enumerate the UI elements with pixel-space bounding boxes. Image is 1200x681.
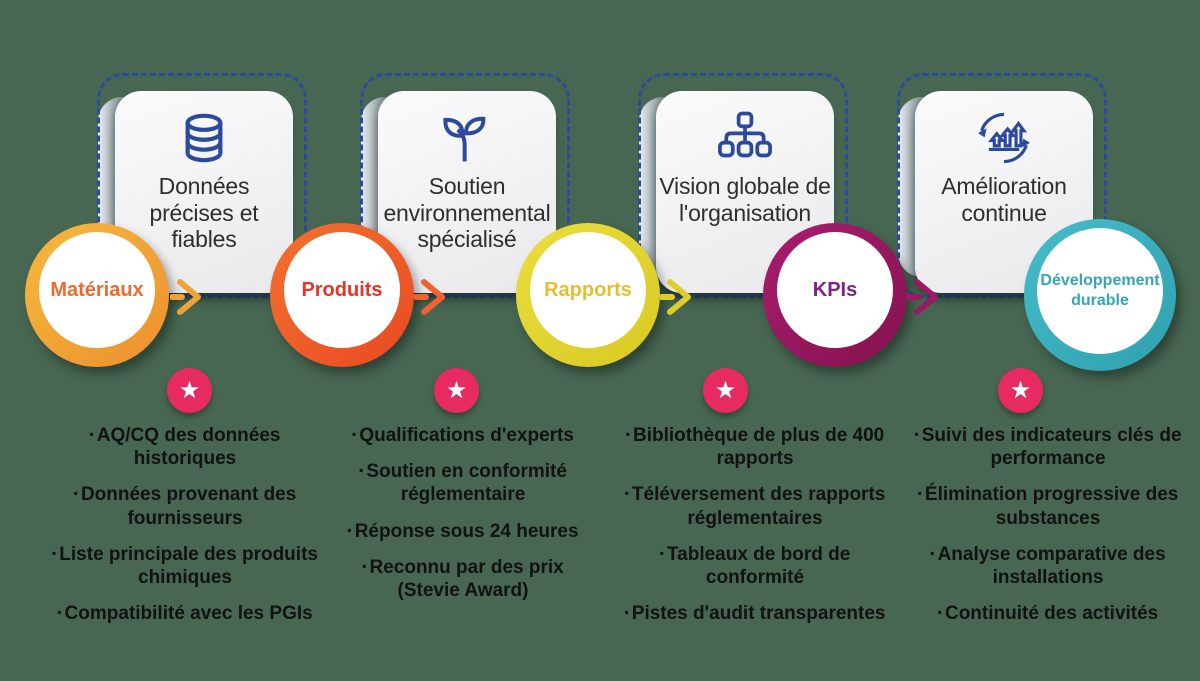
dashed-frame bbox=[97, 73, 307, 298]
circle-rapports: Rapports bbox=[516, 223, 660, 367]
list-item: ▪Téléversement des rapports réglementair… bbox=[600, 483, 910, 529]
circle-kpis: KPIs bbox=[763, 223, 907, 367]
list-item: ▪Réponse sous 24 heures bbox=[318, 520, 608, 543]
dashed-frame bbox=[638, 73, 848, 298]
bullet-text: Tableaux de bord de conformité bbox=[666, 543, 851, 588]
bullet-marker: ▪ bbox=[73, 486, 78, 501]
bullet-marker: ▪ bbox=[917, 486, 922, 501]
card-soutien: Soutien environnemental spécialisé bbox=[378, 91, 556, 293]
bullet-text: Reconnu par des prix (Stevie Award) bbox=[369, 556, 564, 601]
star-badge-icon: ★ bbox=[998, 368, 1043, 413]
bullet-list-materiaux: ▪AQ/CQ des données historiques ▪Données … bbox=[25, 424, 345, 638]
circle-materiaux: Matériaux bbox=[25, 223, 169, 367]
bullet-text: Soutien en conformité réglementaire bbox=[366, 461, 567, 506]
list-item: ▪Élimination progressive des substances bbox=[893, 483, 1200, 529]
bullet-text: Liste principale des produits chimiques bbox=[59, 543, 318, 588]
star-badge-icon: ★ bbox=[167, 368, 212, 413]
bullet-text: Réponse sous 24 heures bbox=[354, 520, 579, 542]
list-item: ▪Suivi des indicateurs clés de performan… bbox=[893, 424, 1200, 470]
list-item: ▪Tableaux de bord de conformité bbox=[600, 543, 910, 589]
bullet-marker: ▪ bbox=[52, 545, 57, 560]
bullet-list-kpis: ▪Suivi des indicateurs clés de performan… bbox=[893, 424, 1200, 638]
star-badge-icon: ★ bbox=[703, 368, 748, 413]
list-item: ▪Liste principale des produits chimiques bbox=[25, 543, 345, 589]
bullet-text: Suivi des indicateurs clés de performanc… bbox=[921, 425, 1182, 470]
star-badge-icon: ★ bbox=[434, 368, 479, 413]
bullet-text: Pistes d'audit transparentes bbox=[631, 603, 886, 625]
bullet-text: Bibliothèque de plus de 400 rapports bbox=[632, 425, 885, 470]
stage-card-rapports: Vision globale de l'organisation bbox=[638, 73, 848, 298]
bullet-marker: ▪ bbox=[362, 558, 367, 573]
bullet-marker: ▪ bbox=[914, 427, 919, 441]
card-title: Amélioration continue bbox=[941, 173, 1067, 226]
circle-label: Produits bbox=[284, 232, 400, 348]
bullet-marker: ▪ bbox=[359, 463, 364, 478]
card-title: Vision globale de l'organisation bbox=[659, 173, 831, 226]
list-item: ▪Soutien en conformité réglementaire bbox=[318, 460, 608, 506]
bullet-text: Élimination progressive des substances bbox=[924, 484, 1179, 529]
bullet-text: Qualifications d'experts bbox=[359, 425, 574, 446]
dashed-frame bbox=[897, 73, 1107, 298]
card-title: Soutien environnemental spécialisé bbox=[383, 173, 551, 253]
bullet-text: Analyse comparative des installations bbox=[937, 543, 1166, 588]
arrow-right-icon bbox=[169, 276, 204, 323]
dashed-frame bbox=[360, 73, 570, 298]
bullet-marker: ▪ bbox=[659, 545, 664, 560]
bullet-list-rapports: ▪Bibliothèque de plus de 400 rapports ▪T… bbox=[600, 424, 910, 638]
bullet-list-produits: ▪Qualifications d'experts ▪Soutien en co… bbox=[318, 424, 608, 615]
org-chart-icon bbox=[717, 107, 773, 169]
bullet-text: Continuité des activités bbox=[944, 603, 1159, 625]
card-title: Données précises et fiables bbox=[149, 173, 259, 253]
list-item: ▪AQ/CQ des données historiques bbox=[25, 424, 345, 470]
bullet-text: Compatibilité avec les PGIs bbox=[64, 603, 313, 625]
bullet-marker: ▪ bbox=[347, 522, 352, 537]
star-glyph: ★ bbox=[714, 377, 737, 404]
bullet-marker: ▪ bbox=[57, 605, 62, 620]
arrow-right-icon bbox=[413, 276, 448, 323]
star-glyph: ★ bbox=[1009, 377, 1032, 404]
bullet-marker: ▪ bbox=[352, 427, 357, 441]
bullet-marker: ▪ bbox=[625, 427, 630, 441]
circle-produits: Produits bbox=[270, 223, 414, 367]
list-item: ▪Pistes d'audit transparentes bbox=[600, 602, 910, 625]
arrow-right-icon bbox=[659, 276, 694, 323]
seedling-icon bbox=[439, 107, 495, 169]
star-glyph: ★ bbox=[178, 377, 201, 404]
bullet-marker: ▪ bbox=[930, 545, 935, 560]
bullet-marker: ▪ bbox=[624, 486, 629, 501]
list-item: ▪Bibliothèque de plus de 400 rapports bbox=[600, 424, 910, 470]
list-item: ▪Reconnu par des prix (Stevie Award) bbox=[318, 556, 608, 602]
bullet-marker: ▪ bbox=[937, 605, 942, 620]
circle-label: Rapports bbox=[530, 232, 646, 348]
list-item: ▪Compatibilité avec les PGIs bbox=[25, 602, 345, 625]
list-item: ▪Données provenant des fournisseurs bbox=[25, 483, 345, 529]
arrow-right-icon bbox=[906, 276, 941, 323]
database-icon bbox=[176, 107, 232, 169]
bullet-marker: ▪ bbox=[89, 427, 94, 441]
circle-label: KPIs bbox=[777, 232, 893, 348]
circle-label: Développement durable bbox=[1037, 228, 1163, 354]
continuous-improvement-icon bbox=[975, 107, 1033, 169]
list-item: ▪Qualifications d'experts bbox=[318, 424, 608, 447]
bullet-marker: ▪ bbox=[624, 605, 629, 620]
list-item: ▪Continuité des activités bbox=[893, 602, 1200, 625]
star-glyph: ★ bbox=[445, 377, 468, 404]
bullet-text: Données provenant des fournisseurs bbox=[80, 484, 297, 529]
circle-developpement-durable: Développement durable bbox=[1024, 219, 1176, 371]
bullet-text: AQ/CQ des données historiques bbox=[96, 425, 281, 470]
bullet-text: Téléversement des rapports réglementaire… bbox=[631, 484, 886, 529]
circle-label: Matériaux bbox=[39, 232, 155, 348]
list-item: ▪Analyse comparative des installations bbox=[893, 543, 1200, 589]
